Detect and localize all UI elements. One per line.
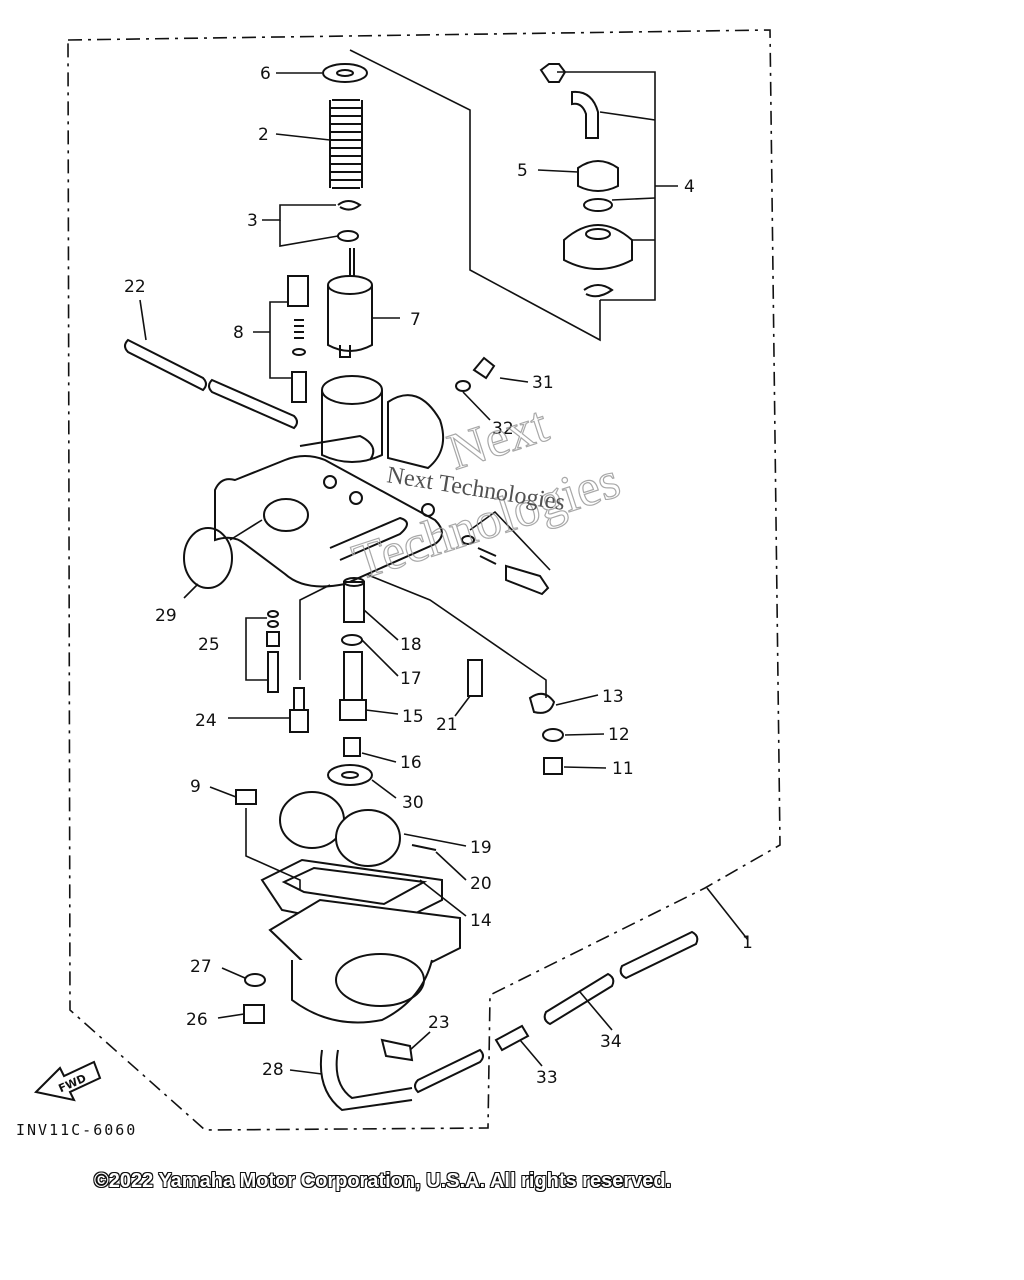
copyright-notice: ©2022 Yamaha Motor Corporation, U.S.A. A… [94, 1170, 672, 1192]
callout-20: 20 [470, 874, 492, 894]
part-32-washer [455, 380, 471, 392]
callout-21: 21 [436, 715, 458, 735]
callout-6: 6 [260, 64, 271, 84]
callout-14: 14 [470, 911, 492, 931]
part-hose-segment [414, 1048, 484, 1094]
callout-4: 4 [684, 177, 695, 197]
callout-26: 26 [186, 1010, 208, 1030]
part-24-starter-jet [289, 687, 309, 733]
callout-32: 32 [492, 419, 514, 439]
part-9-screw [235, 789, 257, 805]
part-2-spring [329, 99, 363, 189]
assembly-boundary [67, 29, 781, 1131]
part-25-starter-set [245, 610, 280, 693]
callout-13: 13 [602, 687, 624, 707]
carburetor-body [214, 375, 444, 588]
callout-29: 29 [155, 606, 177, 626]
svg-text:Next: Next [441, 396, 555, 482]
callout-numbers: 1 2 3 4 5 6 7 8 9 11 12 13 14 15 16 17 1… [124, 64, 753, 1088]
part-34-hoses [543, 930, 699, 1026]
part-16-main-jet [343, 737, 361, 757]
callout-11: 11 [612, 759, 634, 779]
callout-31: 31 [532, 373, 554, 393]
part-17-o-ring [341, 634, 363, 646]
part-3-clips [337, 200, 362, 282]
part-6-washer [322, 63, 368, 83]
float-bowl [268, 898, 461, 1024]
part-30-washer [327, 764, 373, 786]
callout-18: 18 [400, 635, 422, 655]
callout-30: 30 [402, 793, 424, 813]
drawing-code: INV11C-6060 [16, 1121, 138, 1139]
callout-12: 12 [608, 725, 630, 745]
part-19-floats [279, 791, 401, 867]
leader-lines [139, 49, 749, 1075]
part-13-clamp [528, 692, 556, 714]
part-28-drain-hose [319, 1049, 413, 1112]
callout-5: 5 [517, 161, 528, 181]
callout-8: 8 [233, 323, 244, 343]
part-8-pilot-screw-set [269, 275, 309, 403]
part-31-screw [472, 356, 496, 380]
part-27-washer [244, 973, 266, 987]
callout-34: 34 [600, 1032, 622, 1052]
callout-1: 1 [742, 933, 753, 953]
callout-28: 28 [262, 1060, 284, 1080]
callout-25: 25 [198, 635, 220, 655]
callout-33: 33 [536, 1068, 558, 1088]
part-adjust-screw [461, 510, 551, 596]
fwd-arrow-icon: FWD [33, 1060, 102, 1102]
part-21-plug [467, 659, 483, 697]
callout-15: 15 [402, 707, 424, 727]
part-26-drain-screw [243, 1004, 265, 1024]
part-23-screw [380, 1038, 414, 1062]
part-4-cable-cap-assembly [539, 63, 678, 301]
part-14-gasket [260, 858, 443, 932]
part-20-pin [411, 844, 437, 851]
callout-16: 16 [400, 753, 422, 773]
callout-17: 17 [400, 669, 422, 689]
part-22-hose [124, 338, 298, 430]
part-18-needle-jet [343, 577, 365, 623]
part-29-gasket [183, 527, 233, 589]
part-11-screw [543, 757, 563, 775]
callout-27: 27 [190, 957, 212, 977]
part-12-washer [542, 728, 564, 742]
callout-9: 9 [190, 777, 201, 797]
callout-23: 23 [428, 1013, 450, 1033]
callout-2: 2 [258, 125, 269, 145]
callout-7: 7 [410, 310, 421, 330]
part-15-main-jet-holder [339, 651, 367, 721]
dashed-leader-24 [299, 584, 331, 680]
callout-22: 22 [124, 277, 146, 297]
callout-24: 24 [195, 711, 217, 731]
part-7-throttle-valve [327, 275, 373, 358]
callout-19: 19 [470, 838, 492, 858]
part-33-joint [494, 1024, 530, 1052]
callout-3: 3 [247, 211, 258, 231]
